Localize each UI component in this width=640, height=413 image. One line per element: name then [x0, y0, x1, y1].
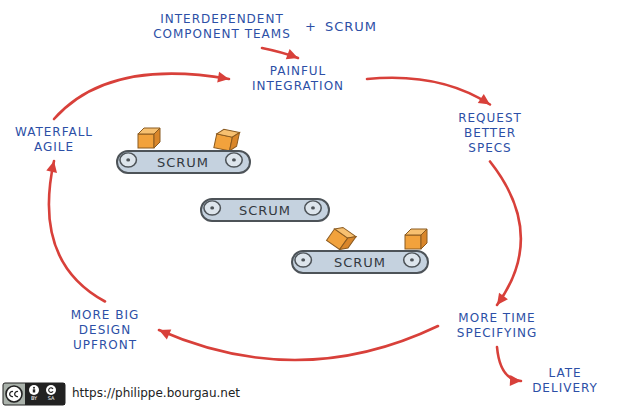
cycle-step: WATERFALL AGILE [4, 123, 104, 157]
cycle-step: REQUEST BETTER SPECS [445, 109, 535, 158]
package-box [327, 224, 356, 253]
arrow-head [217, 72, 229, 83]
package-box [214, 128, 240, 152]
cycle-step: MORE BIG DESIGN UPFRONT [55, 306, 155, 355]
cycle-step: MORE TIME SPECIFYING [442, 309, 552, 343]
cycle-arrow [262, 48, 298, 59]
arrow-head [286, 49, 298, 59]
step-text: WATERFALL AGILE [15, 125, 93, 154]
arrow-line [54, 74, 229, 119]
conveyor-belt: SCRUM [116, 150, 251, 174]
arrow-line [49, 161, 105, 302]
arrow-head [510, 375, 521, 386]
cycle-arrow [367, 78, 490, 105]
step-text: MORE BIG DESIGN UPFRONT [71, 308, 140, 352]
cycle-arrow [46, 161, 105, 302]
license-tag: BY [31, 396, 37, 401]
step-text: SCRUM [325, 19, 377, 35]
cycle-step: PAINFUL INTEGRATION [233, 62, 363, 96]
cycle-arrow [159, 326, 438, 360]
step-text: LATE DELIVERY [532, 366, 598, 395]
conveyor-belt: SCRUM [291, 250, 429, 274]
arrow-line [159, 326, 438, 360]
cycle-arrow [497, 347, 521, 386]
license-badge [3, 383, 65, 405]
step-text: SCRUM [239, 203, 291, 218]
step-text: MORE TIME SPECIFYING [457, 311, 537, 340]
step-text: SCRUM [157, 155, 209, 170]
arrow-head [159, 329, 171, 339]
conveyor-belt: SCRUM [200, 198, 330, 222]
arrow-line [367, 78, 490, 105]
arrow-line [497, 347, 521, 381]
source-url: https://philippe.bourgau.net [72, 387, 240, 399]
step-text: REQUEST BETTER SPECS [458, 111, 522, 155]
license-tag: SA [48, 396, 55, 401]
arrow-head [46, 161, 57, 173]
cycle-step: LATE DELIVERY [525, 364, 605, 398]
cycle-arrow [54, 72, 229, 119]
arrow-head [478, 94, 490, 105]
arrow-line [490, 162, 521, 306]
package-box [138, 128, 160, 148]
arrow-head [497, 293, 508, 305]
step-text: + [305, 19, 317, 35]
cycle-arrow [490, 162, 521, 306]
step-text: SCRUM [334, 255, 386, 270]
step-text: INTERDEPENDENT COMPONENT TEAMS [147, 12, 297, 42]
starting-condition: INTERDEPENDENT COMPONENT TEAMS + SCRUM [145, 10, 379, 44]
step-text: PAINFUL INTEGRATION [252, 64, 344, 93]
package-box [405, 229, 427, 249]
